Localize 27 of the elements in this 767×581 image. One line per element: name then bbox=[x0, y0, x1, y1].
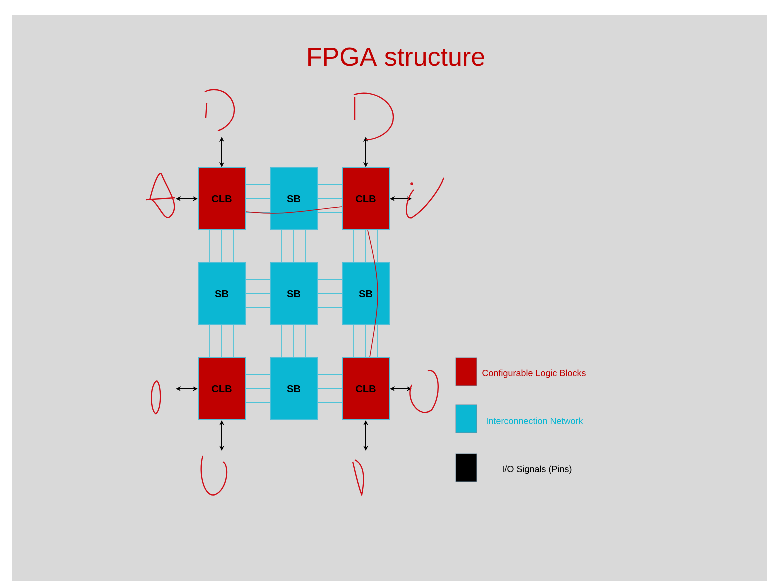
interconnect-wires bbox=[210, 325, 234, 358]
logic-block: CLB bbox=[198, 358, 246, 420]
interconnect-wires bbox=[318, 374, 342, 404]
interconnect-wires bbox=[246, 374, 270, 404]
interconnect-wires bbox=[354, 325, 378, 358]
pen-annotation-line bbox=[246, 206, 342, 214]
logic-block: CLB bbox=[198, 168, 246, 230]
logic-block: CLB bbox=[342, 358, 390, 420]
pen-annotation-line bbox=[368, 230, 378, 358]
interconnect-wires bbox=[282, 325, 306, 358]
legend-label: Configurable Logic Blocks bbox=[482, 370, 586, 378]
switch-box: SB bbox=[270, 358, 318, 420]
switch-box: SB bbox=[198, 262, 246, 326]
interconnect-wires bbox=[282, 230, 306, 263]
interconnect-wires bbox=[318, 184, 342, 214]
legend-label: I/O Signals (Pins) bbox=[503, 466, 572, 474]
switch-box: SB bbox=[270, 262, 318, 326]
interconnect-wires bbox=[210, 230, 234, 263]
title: FPGA structure bbox=[308, 48, 484, 66]
interconnect-wires bbox=[246, 184, 270, 214]
interconnect-wires bbox=[354, 230, 378, 263]
switch-box: SB bbox=[270, 168, 318, 230]
legend-label: Interconnection Network bbox=[487, 418, 584, 424]
interconnect-wires bbox=[246, 280, 270, 308]
switch-box: SB bbox=[342, 262, 390, 326]
interconnect-wires bbox=[318, 280, 342, 308]
logic-block: CLB bbox=[342, 168, 390, 230]
